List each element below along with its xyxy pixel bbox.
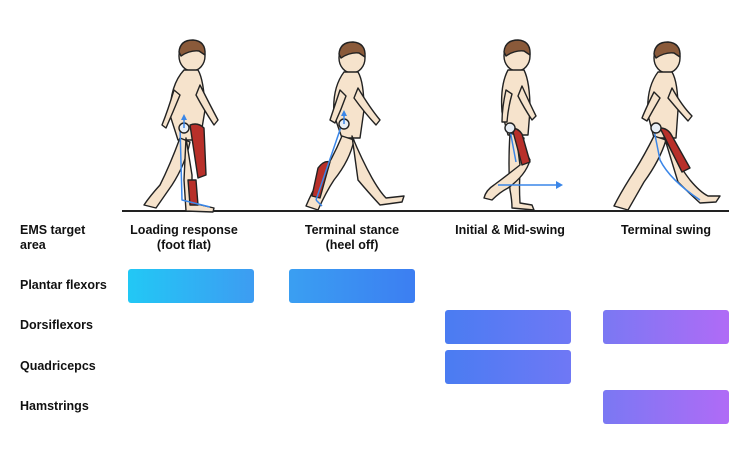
phase-label-loading-response: Loading response (foot flat)	[121, 223, 247, 253]
walker-figure-terminal-stance	[305, 41, 405, 211]
phase-label-line1: Terminal stance	[304, 223, 400, 237]
phase-label-terminal-stance: Terminal stance (heel off)	[289, 223, 415, 253]
phase-label-line1: Initial & Mid-swing	[455, 223, 565, 237]
activation-bar-quadricepcs-initial-mid-swing	[445, 350, 571, 384]
phase-label-terminal-swing: Terminal swing	[603, 223, 729, 238]
ems-target-area-line1: EMS target	[20, 223, 86, 237]
muscle-label-quadriceps: Quadricepcs	[20, 359, 96, 373]
phase-label-line2: (foot flat)	[156, 238, 212, 252]
ems-target-area-line2: area	[20, 238, 46, 252]
walker-figure-loading-response	[143, 39, 219, 213]
activation-bar-dorsiflexors-initial-mid-swing	[445, 310, 571, 344]
phase-label-initial-mid-swing: Initial & Mid-swing	[445, 223, 575, 238]
gait-phase-illustration	[122, 39, 729, 213]
phase-label-line1: Terminal swing	[620, 223, 712, 237]
muscle-label-plantar-flexors: Plantar flexors	[20, 278, 107, 292]
activation-bar-hamstrings-terminal-swing	[603, 390, 729, 424]
walker-figure-initial-mid-swing	[483, 39, 563, 211]
activation-bar-dorsiflexors-terminal-swing	[603, 310, 729, 344]
phase-label-line2: (heel off)	[325, 238, 379, 252]
muscle-label-hamstrings: Hamstrings	[20, 399, 89, 413]
phase-label-line1: Loading response	[130, 223, 238, 237]
activation-bar-plantar-flexors-loading-response	[128, 269, 254, 303]
ems-target-area-label: EMS target area	[20, 223, 85, 253]
muscle-label-dorsiflexors: Dorsiflexors	[20, 318, 93, 332]
walker-figure-terminal-swing	[613, 41, 721, 211]
activation-bar-plantar-flexors-terminal-stance	[289, 269, 415, 303]
